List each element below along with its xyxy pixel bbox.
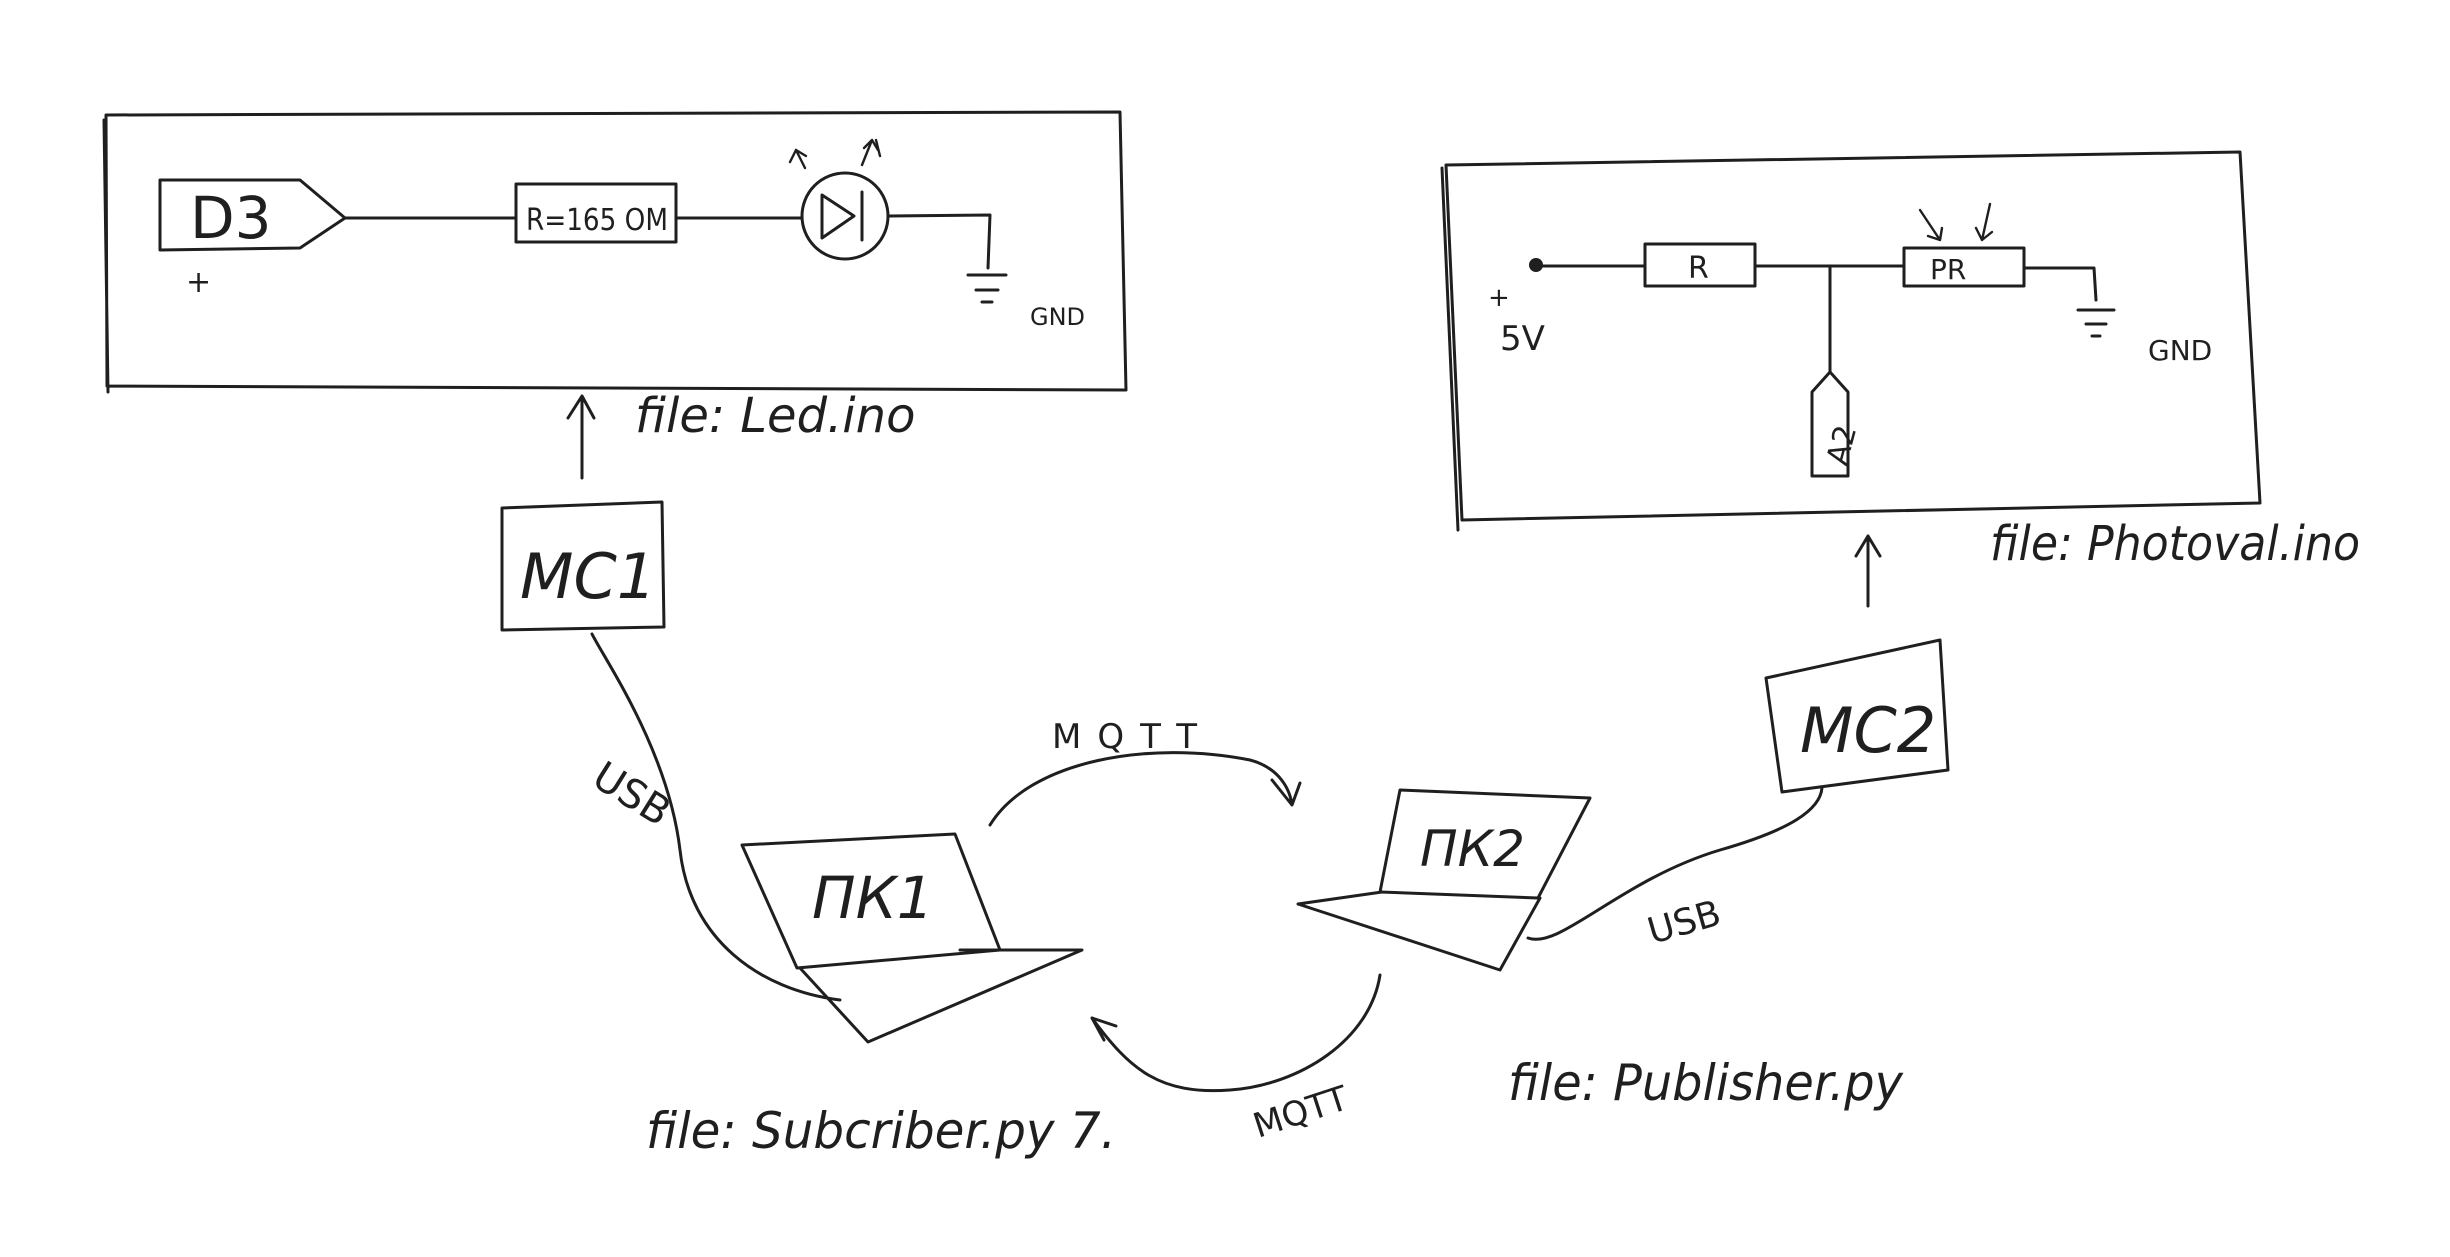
led-panel-frame [102, 110, 1128, 394]
usb-cable-right [1526, 786, 1824, 941]
usb-right-label: USB [1643, 893, 1725, 953]
pk2-laptop: ПК2 [1296, 788, 1592, 972]
usb-left-label: USB [585, 753, 679, 836]
right-gnd-label: GND [2148, 334, 2212, 367]
ground-icon [966, 273, 1008, 304]
usb-cable-left [590, 632, 842, 1002]
arrow-mc1-to-led-circuit [566, 394, 596, 480]
d3-pin-label: D3 [190, 184, 272, 252]
mc1-label: MC1 [520, 540, 656, 613]
mqtt-bottom-label: MQTT [1248, 1078, 1353, 1146]
mqtt-arrow-bottom [1090, 973, 1382, 1093]
wire-led-gnd [886, 213, 992, 270]
left-plus-label: + [186, 265, 211, 300]
arrow-mc2-to-photo-circuit [1854, 534, 1882, 608]
file-photo-label: file: Photoval.ino [1990, 516, 2360, 572]
light-arrows-icon [1918, 202, 1994, 242]
left-gnd-label: GND [1030, 303, 1085, 331]
photo-ground-icon [2076, 308, 2116, 338]
mc1-node: MC1 [500, 500, 666, 632]
led-diode-icon [788, 138, 890, 261]
mc2-label: MC2 [1800, 694, 1936, 767]
led-resistor-label: R=165 OM [526, 203, 668, 238]
mc2-node: MC2 [1764, 638, 1950, 794]
led-resistor [514, 182, 678, 244]
supply-terminal [1529, 258, 1543, 272]
a2-pin-label: A2 [1820, 422, 1864, 469]
pk1-label: ПК1 [812, 864, 934, 932]
mqtt-arrow-top [988, 751, 1302, 827]
file-publisher-label: file: Publisher.py [1508, 1054, 1904, 1112]
mqtt-top-label: MQTT [1052, 717, 1197, 757]
photo-resistor-r-label: R [1688, 251, 1709, 286]
pk2-label: ПК2 [1420, 820, 1525, 878]
photo-panel-frame [1440, 150, 2262, 532]
d3-pin-connector [158, 178, 347, 252]
pk1-laptop: ПК1 [740, 832, 1084, 1044]
file-led-label: file: Led.ino [635, 388, 915, 444]
photoresistor-label: PR [1930, 253, 1966, 286]
file-subscriber-label: file: Subcriber.py 7. [646, 1102, 1116, 1160]
photo-circuit-panel: + 5V R A2 PR GND [1440, 150, 2262, 532]
wire-pr-gnd [2022, 266, 2098, 302]
right-plus-label: + [1488, 283, 1510, 313]
a2-pin-connector [1810, 370, 1850, 478]
supply-label: 5V [1500, 319, 1545, 359]
led-circuit-panel: D3 + R=165 OM GND [102, 110, 1128, 394]
